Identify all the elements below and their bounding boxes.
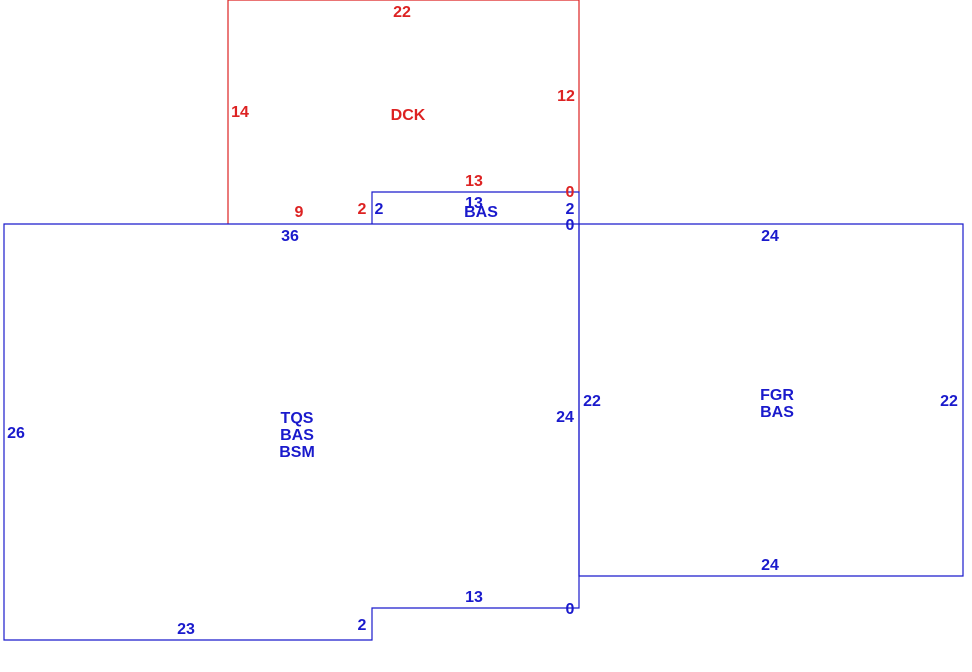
main-step-zero-dimension: 0 bbox=[566, 601, 575, 618]
main-left-dimension: 26 bbox=[7, 425, 25, 442]
main-area-label-2: BAS bbox=[280, 427, 314, 444]
main-area-label-1: TQS bbox=[281, 410, 314, 427]
main-area-label-3: BSM bbox=[279, 444, 315, 461]
strip-top-dimension: 13 bbox=[465, 195, 483, 212]
strip-outline bbox=[371, 191, 580, 224]
garage-right-dimension: 22 bbox=[940, 393, 958, 410]
main-corner-zero: 0 bbox=[566, 217, 575, 234]
strip-area-label: BAS bbox=[464, 204, 498, 221]
deck-zero-dimension: 0 bbox=[566, 184, 575, 201]
main-step-vertical-dimension: 2 bbox=[358, 617, 367, 634]
strip-right-dimension: 2 bbox=[566, 201, 575, 218]
deck-left-dimension: 14 bbox=[231, 104, 249, 121]
main-step-horizontal-dimension: 13 bbox=[465, 589, 483, 606]
garage-left-dimension: 22 bbox=[583, 393, 601, 410]
deck-top-dimension: 22 bbox=[393, 4, 411, 21]
strip-left-dimension: 2 bbox=[375, 201, 384, 218]
garage-top-dimension: 24 bbox=[761, 228, 779, 245]
deck-outline bbox=[227, 0, 580, 224]
garage-area-label-2: BAS bbox=[760, 404, 794, 421]
deck-segment-2: 2 bbox=[358, 201, 367, 218]
deck-area-label: DCK bbox=[391, 107, 426, 124]
garage-bottom-dimension: 24 bbox=[761, 557, 779, 574]
main-top-dimension: 36 bbox=[281, 228, 299, 245]
garage-outline bbox=[578, 223, 964, 577]
main-bottom-dimension: 23 bbox=[177, 621, 195, 638]
deck-inner-dimension: 13 bbox=[465, 173, 483, 190]
deck-right-dimension: 12 bbox=[557, 88, 575, 105]
main-right-dimension: 24 bbox=[556, 409, 574, 426]
deck-segment-9: 9 bbox=[295, 204, 304, 221]
garage-area-label-1: FGR bbox=[760, 387, 794, 404]
